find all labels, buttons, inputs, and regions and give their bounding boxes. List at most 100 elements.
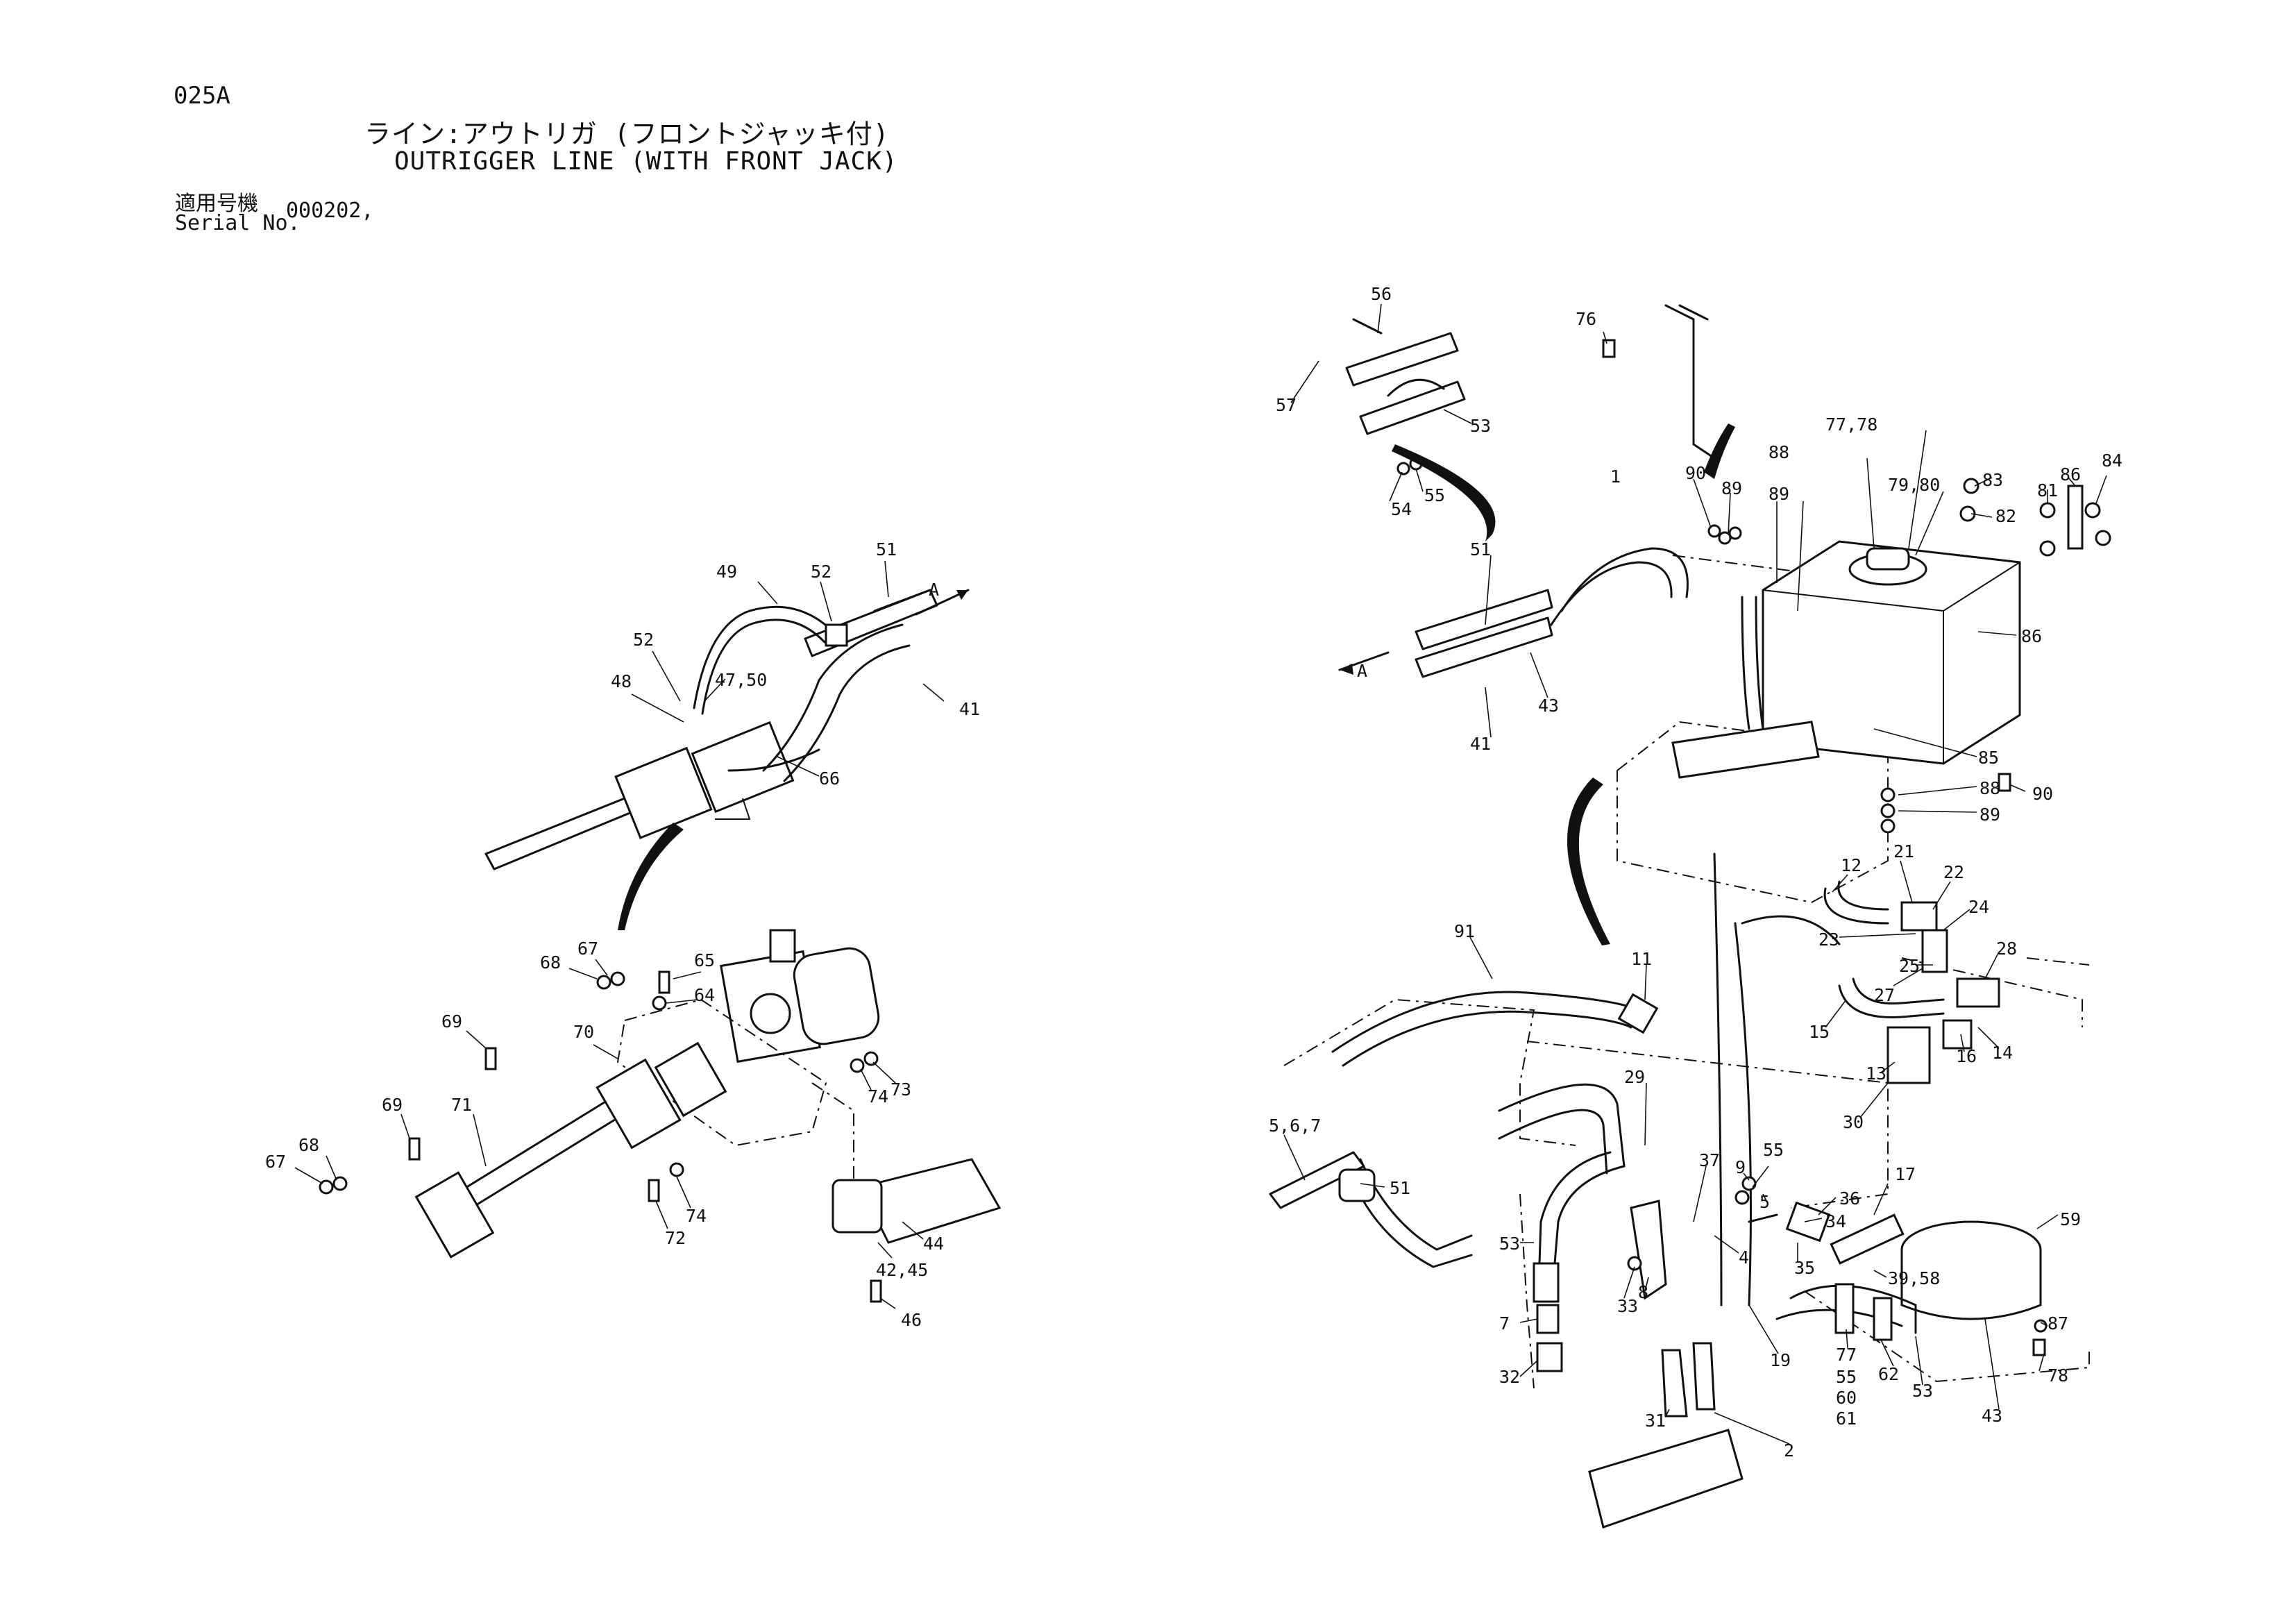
callout-label: 60 [1836,1388,1857,1408]
callout-label: 32 [1499,1367,1520,1387]
callout-label: 69 [382,1095,403,1115]
callout-label: 7 [1499,1313,1510,1334]
callout-label: 12 [1841,855,1862,875]
callout-label: 55 [1836,1367,1857,1387]
callout-leader-lines [294,303,2107,1445]
callout-label: 52 [633,630,654,650]
callout-label: 19 [1770,1350,1791,1370]
callout-label: 65 [694,950,715,970]
serial-label-japanese: 適用号機 [175,192,258,216]
callout-label: 53 [1912,1381,1933,1401]
callout-label: 57 [1276,395,1297,415]
callout-label: 11 [1631,949,1652,969]
callout-label: 78 [2048,1365,2068,1386]
callout-label: 30 [1843,1112,1864,1132]
callout-label: 79,80 [1888,475,1940,495]
callout-label: 76 [1576,309,1596,329]
callout-label: 2 [1784,1440,1794,1461]
callout-label: 86 [2060,464,2081,485]
outrigger-line-assembly [1269,852,2090,1529]
page-code: 025A [174,82,230,110]
callout-label: 43 [1538,696,1559,716]
callout-labels: 49 52 51 A 41 52 48 47,50 66 68 67 65 64… [265,284,2122,1461]
callout-label: 15 [1809,1022,1830,1042]
pointer-arrow-right-2 [1704,423,1735,479]
callout-label: 51 [1470,539,1491,560]
callout-label: 37 [1699,1150,1720,1170]
callout-label: 43 [1982,1406,2002,1426]
left-lower-assembly [319,929,1002,1303]
callout-label: 16 [1956,1046,1977,1066]
callout-label: 89 [1721,478,1742,498]
callout-label: 77,78 [1825,414,1877,435]
callout-label: 88 [1769,442,1789,462]
callout-label: 31 [1645,1411,1666,1431]
callout-label: 74 [686,1206,707,1226]
callout-label: 27 [1874,985,1895,1005]
callout-label: 59 [2060,1209,2081,1229]
callout-label: 72 [665,1228,686,1248]
callout-label: 69 [441,1011,462,1032]
callout-label: 5 [1759,1192,1770,1212]
callout-label: 24 [1968,897,1989,917]
callout-label: 82 [1995,506,2016,526]
callout-label: 83 [1982,470,2003,490]
callout-label: 66 [819,768,840,789]
callout-label: 49 [716,562,737,582]
callout-label: 13 [1866,1063,1886,1084]
callout-label: 77 [1836,1345,1857,1365]
callout-label: 90 [2032,784,2053,804]
left-upper-assembly [484,589,970,871]
callout-label: 85 [1978,748,1999,768]
callout-label: 90 [1685,463,1706,483]
callout-label: 68 [540,952,561,973]
pointer-arrow-right-1 [1392,444,1496,541]
callout-label: 14 [1992,1043,2013,1063]
callout-label: 41 [1470,734,1491,754]
callout-label: 87 [2048,1313,2068,1334]
callout-label: 71 [451,1095,472,1115]
callout-label: 74 [868,1086,888,1107]
callout-label: 86 [2021,626,2042,646]
drawing-header: 025A ライン:アウトリガ (フロントジャッキ付) OUTRIGGER LIN… [0,0,2296,278]
callout-label: 1 [1610,466,1621,487]
callout-label: 64 [694,985,715,1005]
callout-label: 28 [1996,939,2017,959]
callout-label: 62 [1878,1364,1899,1384]
callout-label: 25 [1899,956,1920,976]
callout-label: 22 [1943,862,1964,882]
callout-label: 5,6,7 [1269,1116,1321,1136]
callout-label: 52 [811,562,832,582]
serial-number-value: 000202, [286,199,374,223]
pointer-arrow-right-3 [1567,777,1610,945]
callout-label: 47,50 [715,670,767,690]
callout-label: 91 [1454,921,1475,941]
callout-label: 61 [1836,1408,1857,1429]
serial-label-english: Serial No. [175,211,301,235]
callout-label: 54 [1391,499,1412,519]
callout-label: 81 [2037,480,2058,501]
callout-label: 55 [1424,485,1445,505]
callout-label: 29 [1624,1067,1645,1087]
callout-label: 56 [1371,284,1392,304]
callout-label: 21 [1893,841,1914,861]
callout-label: 46 [901,1310,922,1330]
callout-label: 84 [2102,451,2122,471]
callout-label: 68 [298,1135,319,1155]
callout-label: 17 [1895,1164,1916,1184]
callout-label: 23 [1818,930,1839,950]
callout-label: 53 [1499,1234,1520,1254]
callout-label: 36 [1839,1188,1860,1209]
callout-label: 34 [1825,1211,1846,1231]
callout-label: 73 [890,1079,911,1100]
callout-label: 41 [959,699,980,719]
callout-label: 8 [1638,1282,1648,1302]
title-english: OUTRIGGER LINE (WITH FRONT JACK) [394,147,898,176]
direction-label: A [1357,661,1367,681]
callout-label: 53 [1470,416,1491,436]
callout-label: 33 [1617,1296,1638,1316]
callout-label: 42,45 [876,1260,928,1280]
callout-label: 51 [876,539,897,560]
callout-label: 55 [1763,1140,1784,1160]
callout-label: 4 [1739,1247,1749,1268]
